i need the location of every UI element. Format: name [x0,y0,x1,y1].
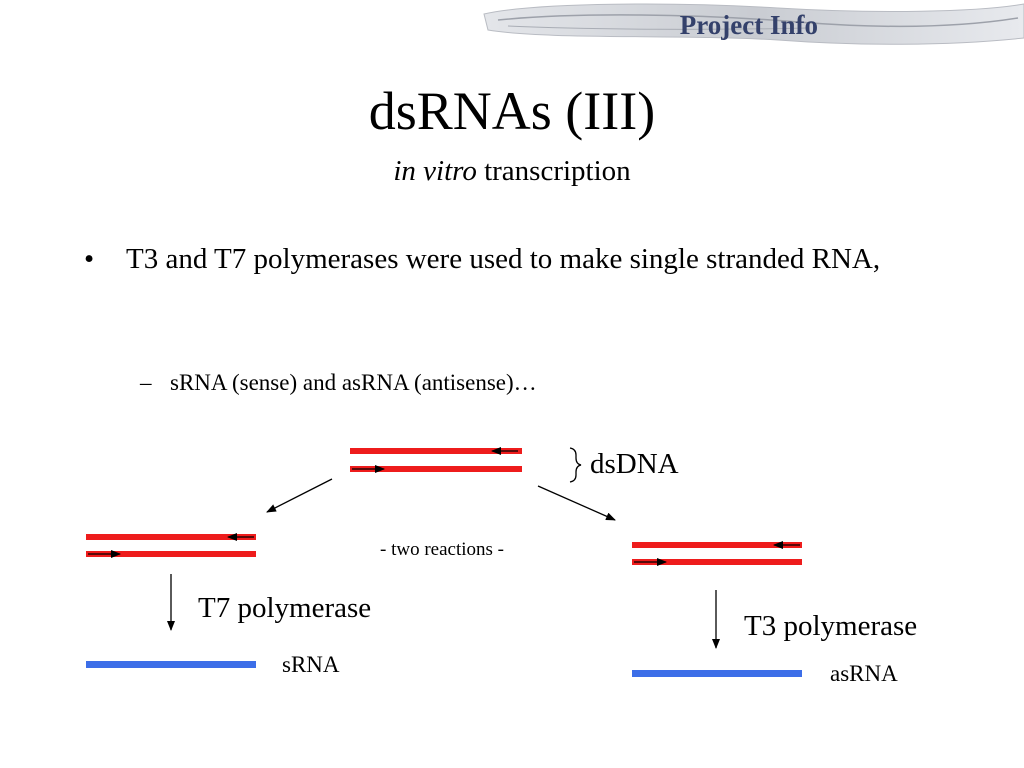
dna-strand-bottom [632,559,802,565]
banner-graphic [483,3,1024,45]
dsdna-top [350,447,522,473]
asrna-strand [632,670,802,677]
subbullet-text: sRNA (sense) and asRNA (antisense)… [170,370,537,395]
split-arrow-left [266,478,333,513]
subbullet-item: –sRNA (sense) and asRNA (antisense)… [140,368,537,398]
dsdna-right [632,541,802,566]
srna-strand [86,661,256,668]
dna-strand-top [86,534,256,540]
dna-strand-bottom [86,551,256,557]
two-reactions-label: - two reactions - [380,539,504,560]
t3-polymerase-label: T3 polymerase [744,610,918,642]
t7-polymerase-label: T7 polymerase [198,592,372,624]
dna-strand-bottom [350,466,522,472]
split-arrow-right [537,485,616,521]
dna-strand-top [632,542,802,548]
subbullet-mark: – [140,370,152,395]
bullet-mark: • [84,243,95,275]
subtitle-italic: in vitro [393,155,477,187]
project-info-banner: Project Info [478,0,1024,50]
dsdna-left [86,533,256,558]
dsdna-brace [569,447,582,483]
bullet-text: T3 and T7 polymerases were used to make … [126,243,881,275]
slide-subtitle: in vitro transcription [0,154,1024,188]
asrna-label: asRNA [830,661,898,686]
srna-label: sRNA [282,652,340,677]
dsdna-label: dsDNA [590,448,679,480]
subtitle-rest: transcription [476,155,631,187]
dna-strand-top [350,448,522,454]
banner-title: Project Info [679,10,818,40]
slide-title: dsRNAs (III) [368,81,656,141]
bullet-item: • T3 and T7 polymerases were used to mak… [84,240,964,278]
